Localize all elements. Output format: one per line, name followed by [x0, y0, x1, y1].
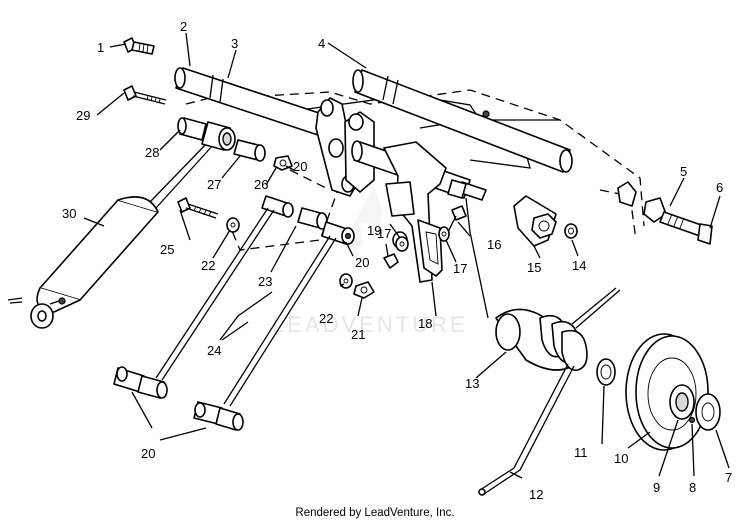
- pulley-10: [625, 333, 709, 451]
- washer-17b: [438, 226, 450, 242]
- bolt-6: [659, 211, 713, 245]
- callout-18: 18: [418, 316, 432, 331]
- callout-26: 26: [254, 177, 268, 192]
- callout-11: 11: [574, 445, 588, 460]
- watermark-logo: [349, 190, 382, 260]
- callout-7: 7: [725, 470, 732, 485]
- callout-20a: 20: [293, 159, 307, 174]
- callout-15: 15: [527, 260, 541, 275]
- callout-17b: 17: [453, 261, 467, 276]
- callout-10: 10: [614, 451, 628, 466]
- callout-labels: 1 2 3 4 5 6 7 8 9 10 11 12 13 14 15 16 1…: [62, 19, 732, 502]
- spacer-7: [695, 393, 721, 431]
- callout-12: 12: [529, 487, 543, 502]
- callout-22b: 22: [319, 311, 333, 326]
- shock-eye-upper: [201, 121, 236, 151]
- callout-9: 9: [653, 480, 660, 495]
- shock-absorber: [7, 139, 215, 329]
- callout-25: 25: [160, 242, 174, 257]
- bracket-15: [513, 195, 557, 247]
- tension-spring-13: [495, 287, 621, 371]
- bolt-29: [123, 85, 167, 105]
- callout-24: 24: [207, 343, 221, 358]
- washer-11: [596, 358, 616, 386]
- bolt-25: [177, 197, 219, 219]
- callout-21: 21: [351, 327, 365, 342]
- callout-20b: 20: [355, 255, 369, 270]
- clip-5: [617, 181, 667, 223]
- tie-rod-upper: [113, 195, 294, 399]
- callout-17a: 17: [377, 226, 391, 241]
- callout-28: 28: [145, 145, 159, 160]
- bushing-27: [233, 139, 266, 162]
- callout-5: 5: [680, 164, 687, 179]
- callout-6: 6: [716, 180, 723, 195]
- bearing-9: [669, 384, 695, 420]
- bolt-1: [123, 37, 155, 55]
- callout-23: 23: [258, 274, 272, 289]
- callout-19: 19: [367, 223, 381, 238]
- washer-22b: [339, 273, 353, 289]
- front-axle-tube: [352, 69, 573, 173]
- belt-path: [465, 197, 489, 319]
- washer-14: [564, 223, 578, 239]
- callout-8: 8: [689, 480, 696, 495]
- callout-29: 29: [76, 108, 90, 123]
- callout-1: 1: [97, 40, 104, 55]
- callout-13: 13: [465, 376, 479, 391]
- callout-30: 30: [62, 206, 76, 221]
- washer-22a: [226, 217, 240, 233]
- bushing-23: [297, 207, 328, 230]
- callout-2: 2: [180, 19, 187, 34]
- tie-rod-lower: [193, 221, 355, 431]
- leader-lines: [83, 32, 730, 479]
- spring-rod-12: [478, 363, 575, 496]
- bushing-28: [177, 117, 207, 141]
- footer-credit: Rendered by LeadVenture, Inc.: [295, 507, 455, 519]
- nut-19: [383, 253, 399, 269]
- callout-4: 4: [318, 36, 325, 51]
- idler-bracket-18: [383, 141, 447, 283]
- washer-17a: [395, 236, 409, 252]
- watermark-text: LEADVENTURE: [272, 312, 468, 337]
- callout-22a: 22: [201, 258, 215, 273]
- callout-14: 14: [572, 258, 586, 273]
- nut-21: [353, 281, 375, 299]
- pin-8: [688, 416, 696, 424]
- callout-20c: 20: [141, 446, 155, 461]
- callout-3: 3: [231, 36, 238, 51]
- callout-27: 27: [207, 177, 221, 192]
- callout-16: 16: [487, 237, 501, 252]
